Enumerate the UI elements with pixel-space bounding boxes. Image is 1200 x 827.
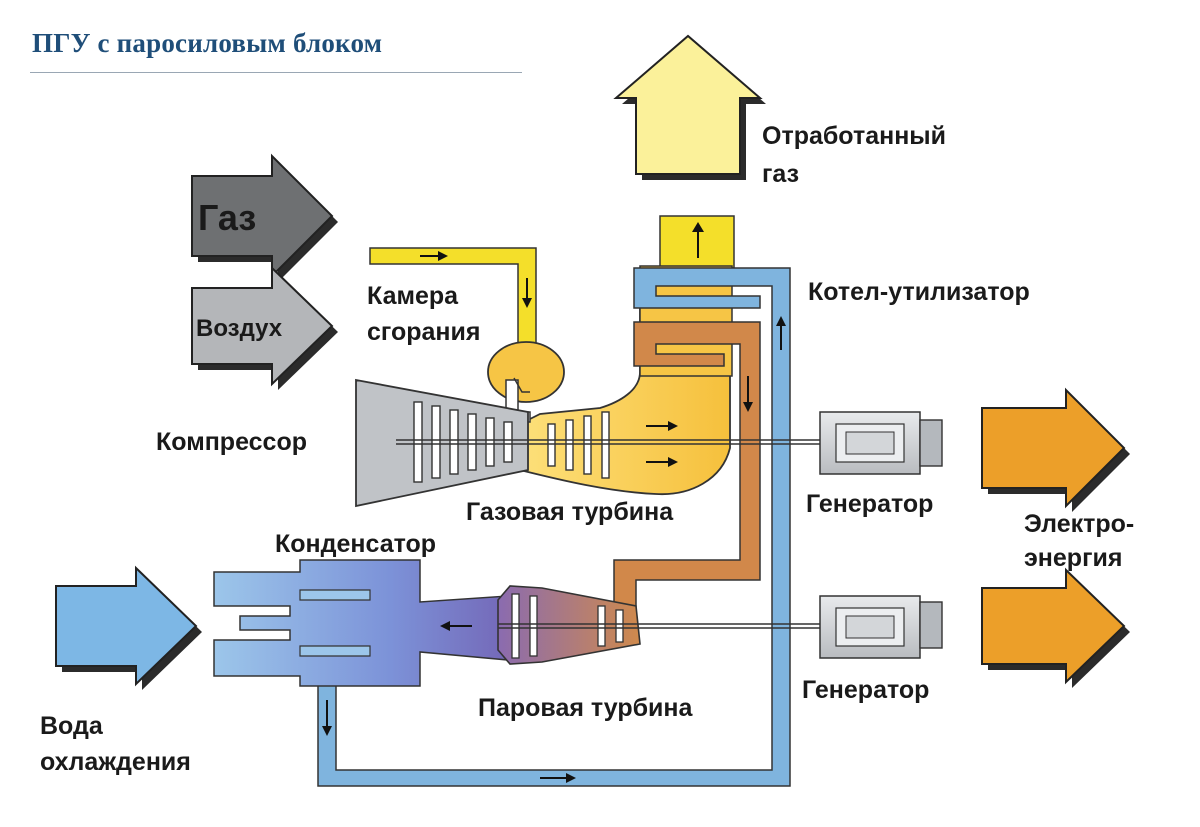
gas-turbine-blades — [547, 411, 610, 479]
cooling-water-label-line2: охлаждения — [40, 748, 191, 776]
title-underline — [30, 72, 522, 73]
combustion-label-line1: Камера — [367, 282, 459, 310]
fuel-flow-arrow-down — [522, 278, 532, 308]
hrsg-water-coil — [317, 267, 791, 787]
compressor-blades — [413, 401, 513, 483]
air-input-arrow: Воздух — [191, 265, 338, 390]
hot-gas-arrow-1 — [646, 421, 678, 431]
steam-down-arrow — [743, 376, 753, 412]
steam-turbine-blades — [511, 593, 624, 659]
hrsg-water-up-arrow — [776, 316, 786, 350]
combustion-chamber — [487, 341, 565, 403]
page-title: ПГУ с паросиловым блоком — [32, 28, 383, 58]
electricity-label-line2: энергия — [1024, 544, 1122, 572]
gas-label: Газ — [198, 197, 256, 238]
exhaust-label-line2: газ — [762, 160, 799, 188]
air-label: Воздух — [196, 315, 283, 342]
hrsg-label: Котел-утилизатор — [808, 278, 1030, 306]
generator-bottom-label: Генератор — [802, 676, 929, 704]
condenser-body — [213, 559, 509, 687]
generator-bottom — [819, 595, 943, 659]
electricity-label-line1: Электро- — [1024, 510, 1134, 538]
gas-input-arrow: Газ — [191, 153, 338, 282]
exhaust-label-line1: Отработанный — [762, 122, 946, 150]
stack-up-arrow — [692, 222, 704, 258]
steam-line — [613, 321, 761, 611]
gas-turbine-label: Газовая турбина — [466, 498, 674, 526]
condensate-arrow-left — [440, 621, 472, 631]
hot-gas-arrow-2 — [646, 457, 678, 467]
cooling-water-arrow — [55, 565, 202, 690]
compressor-label: Компрессор — [156, 428, 307, 456]
condenser-tubes — [299, 589, 371, 657]
exhaust-arrow — [613, 34, 766, 180]
electricity-arrow-bottom — [981, 567, 1130, 688]
condenser-label: Конденсатор — [275, 530, 436, 558]
combustion-label-line2: сгорания — [367, 318, 481, 346]
steam-turbine-label: Паровая турбина — [478, 694, 694, 722]
return-water-arrow — [540, 773, 576, 783]
condensate-down-arrow — [322, 700, 332, 736]
generator-top — [819, 411, 943, 475]
fuel-flow-arrow-right — [420, 251, 448, 261]
compressor-body — [355, 378, 529, 508]
generator-top-label: Генератор — [806, 490, 933, 518]
electricity-arrow-top — [981, 387, 1130, 512]
cooling-water-label-line1: Вода — [40, 712, 104, 740]
